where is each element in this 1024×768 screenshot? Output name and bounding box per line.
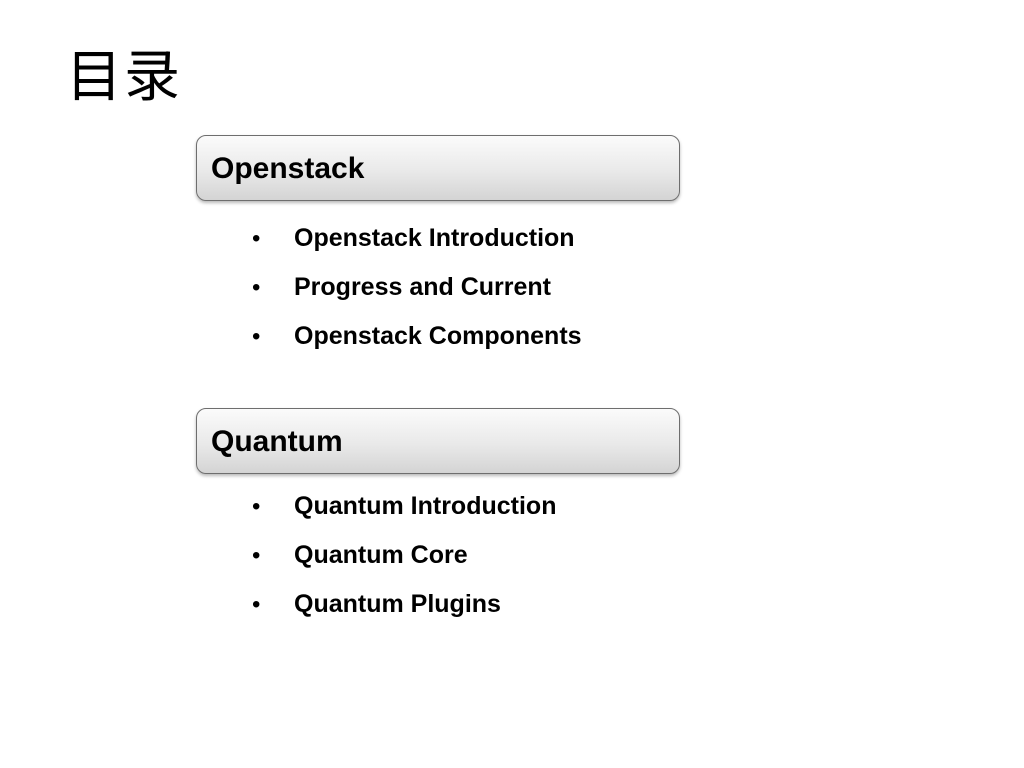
bullet-icon: • bbox=[252, 323, 261, 350]
list-item-text: Quantum Introduction bbox=[294, 492, 557, 520]
list-item-text: Quantum Core bbox=[294, 541, 468, 569]
section-heading: Quantum bbox=[211, 425, 343, 458]
bullet-icon: • bbox=[252, 591, 261, 618]
section-header-quantum: Quantum bbox=[196, 408, 680, 474]
section-header-openstack: Openstack bbox=[196, 135, 680, 201]
slide-title: 目录 bbox=[66, 45, 182, 110]
bullet-icon: • bbox=[252, 542, 261, 569]
bullet-icon: • bbox=[252, 493, 261, 520]
bullet-icon: • bbox=[252, 225, 261, 252]
list-item-text: Progress and Current bbox=[294, 273, 552, 301]
list-item-text: Openstack Introduction bbox=[294, 224, 575, 252]
bullet-icon: • bbox=[252, 274, 261, 301]
list-item-text: Quantum Plugins bbox=[294, 590, 501, 618]
section-heading: Openstack bbox=[211, 152, 365, 185]
list-item-text: Openstack Components bbox=[294, 322, 582, 350]
